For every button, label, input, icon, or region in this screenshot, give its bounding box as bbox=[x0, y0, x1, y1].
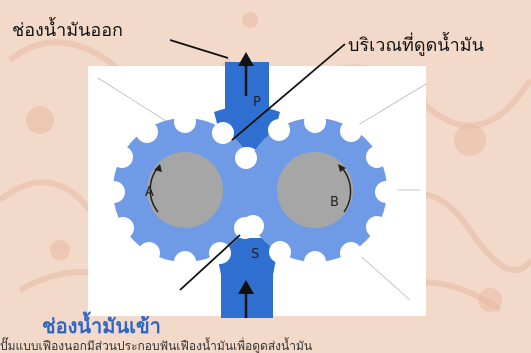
caption-text: ปั๊มแบบเฟืองนอกมีส่วนประกอบฟันเฟืองน้ำมั… bbox=[0, 339, 313, 353]
outlet-arrow-icon bbox=[238, 52, 254, 66]
leader-lines bbox=[169, 39, 346, 291]
left-gear-letter: A bbox=[145, 185, 154, 200]
bottom-gear-letter: S bbox=[251, 247, 259, 262]
right-gear-letter: B bbox=[330, 195, 339, 210]
outlet-port-label: ช่องน้ำมันออก bbox=[12, 20, 123, 41]
flow-arrows bbox=[238, 52, 254, 318]
inlet-arrow-icon bbox=[238, 280, 254, 294]
right-gear bbox=[235, 111, 397, 273]
left-gear-hub bbox=[147, 152, 223, 228]
right-gear-hub bbox=[277, 152, 353, 228]
inlet-port-label: ช่องน้ำมันเข้า bbox=[42, 314, 161, 338]
top-gear-letter: P bbox=[253, 95, 261, 110]
suction-area-label: บริเวณที่ดูดน้ำมัน bbox=[348, 35, 484, 56]
